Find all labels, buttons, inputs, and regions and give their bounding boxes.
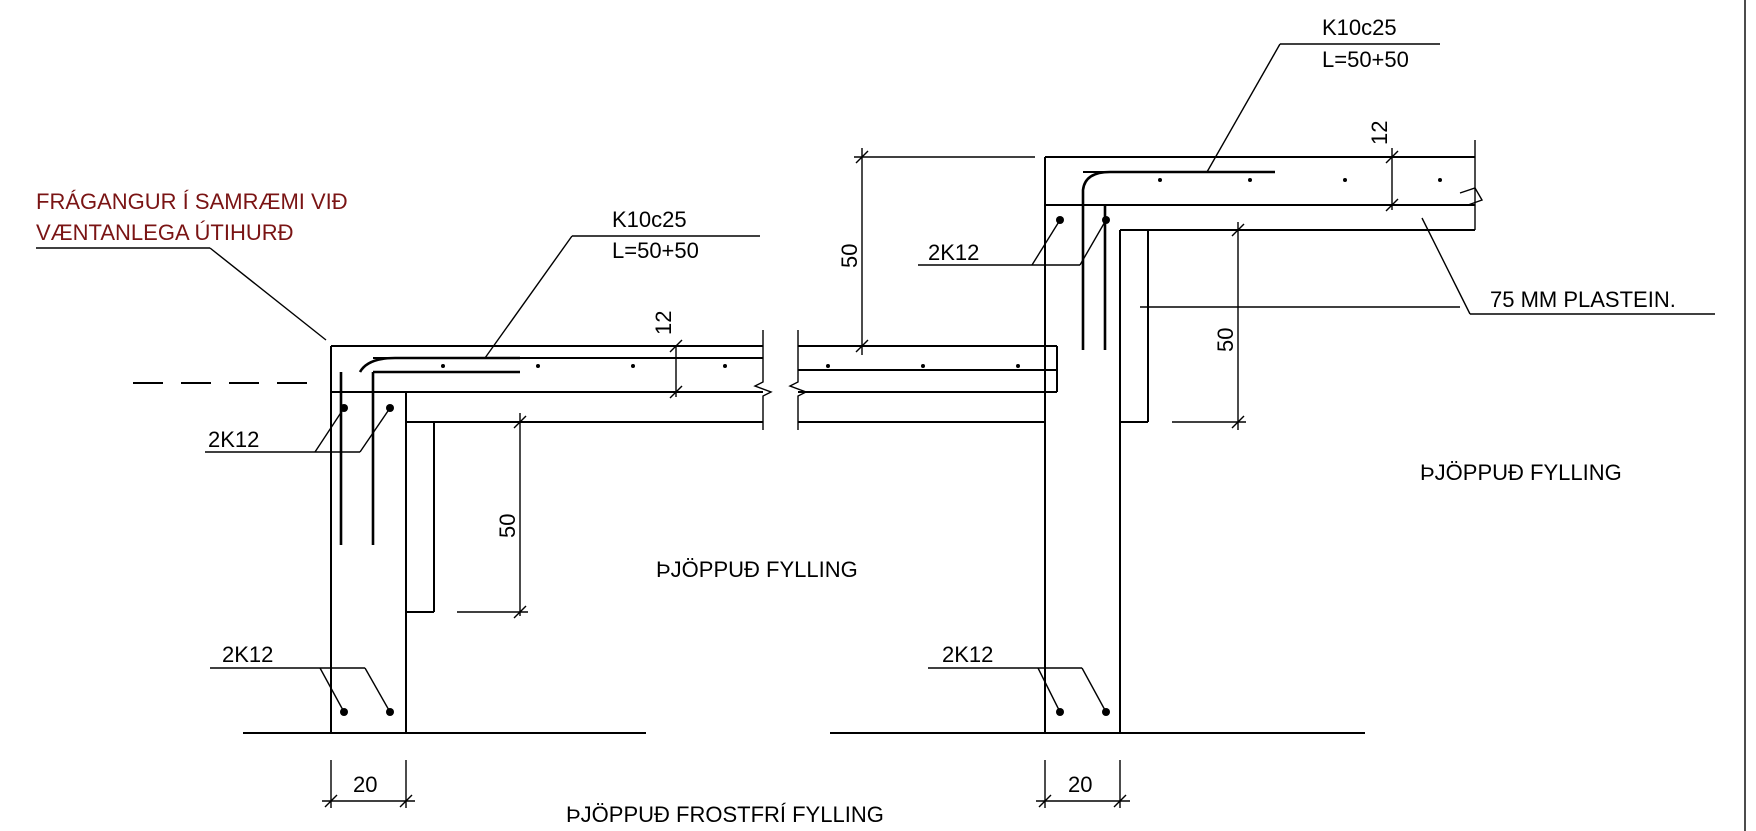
left-dim-20-tick-b [399,794,413,808]
right-dim-12-tick-top [1385,150,1399,164]
middle-slab [798,345,1058,423]
right-rebar-hook [1081,170,1275,350]
left-rebar-label: K10c25 [612,207,687,232]
right-bars-bottom-label: 2K12 [942,642,993,667]
step-dim-50-text: 50 [837,244,862,268]
left-rebar-hook [339,356,520,545]
left-slab-bar-1 [441,364,445,368]
right-slab-bar-2 [1248,178,1252,182]
right-dim-12-text: 12 [1367,121,1392,145]
finishing-note-line2: VÆNTANLEGA ÚTIHURÐ [36,220,294,245]
right-bars-top-leader-a [1031,219,1061,266]
left-bars-top-label: 2K12 [208,427,259,452]
right-rebar-label: K10c25 [1322,15,1397,40]
left-slab-bar-2 [536,364,540,368]
left-break-symbol [753,330,773,430]
finishing-note-line1: FRÁGANGUR Í SAMRÆMI VIÐ [36,189,348,214]
step-dim-50-tick-top [855,150,869,164]
right-dim-50-tick-top [1231,223,1245,237]
insulation-leader [1421,217,1471,315]
left-rebar-leader [484,235,573,359]
right-dim-20-text: 20 [1068,772,1092,797]
right-bars-top-label: 2K12 [928,240,979,265]
left-bars-bottom-label: 2K12 [222,642,273,667]
mid-break-symbol [788,330,808,430]
right-dim-20-tick-a [1038,794,1052,808]
right-rebar-leader [1206,43,1281,173]
right-dim-12-tick-bottom [1385,198,1399,212]
left-dim-20-text: 20 [353,772,377,797]
left-dim-12-text: 12 [651,311,676,335]
right-dim-50-text: 50 [1213,328,1238,352]
mid-slab-bar-3 [1016,364,1020,368]
finishing-note-leader [209,247,327,341]
mid-slab-bar-1 [826,364,830,368]
left-slab-bar-3 [631,364,635,368]
left-dim-12-tick-top [669,339,683,353]
right-rebar-length-label: L=50+50 [1322,47,1409,72]
left-detail [36,235,808,808]
right-dim-50-tick-bottom [1231,415,1245,429]
fill-frostfree-label: ÞJÖPPUÐ FROSTFRÍ FYLLING [566,802,884,827]
left-rebar-length-label: L=50+50 [612,238,699,263]
right-bars-bottom-leader-b [1081,667,1107,713]
fill-right-label: ÞJÖPPUÐ FYLLING [1420,460,1622,485]
mid-slab-bar-2 [921,364,925,368]
left-dim-50-tick-top [513,415,527,429]
right-bars-bottom-leader-a [1037,667,1061,713]
right-bars-top-leader-b [1079,219,1107,266]
step-dim-50-tick-bottom [855,339,869,353]
left-dim-12-tick-bottom [669,385,683,399]
left-bars-bottom-leader-a [319,667,345,713]
left-bars-top-leader-b [359,407,391,453]
right-dim-20-tick-b [1113,794,1127,808]
right-slab-bar-4 [1438,178,1442,182]
right-slab-bar-1 [1158,178,1162,182]
right-slab-bar-3 [1343,178,1347,182]
right-break-symbol [1459,187,1484,206]
left-slab-bar-4 [723,364,727,368]
right-detail [830,43,1715,808]
left-bars-top-leader-a [314,407,345,453]
left-dim-20-tick-a [324,794,338,808]
fill-left-label: ÞJÖPPUÐ FYLLING [656,557,858,582]
insulation-label: 75 MM PLASTEIN. [1490,287,1676,312]
left-bars-bottom-leader-b [364,667,391,713]
left-dim-50-text: 50 [495,514,520,538]
left-dim-50-tick-bottom [513,605,527,619]
